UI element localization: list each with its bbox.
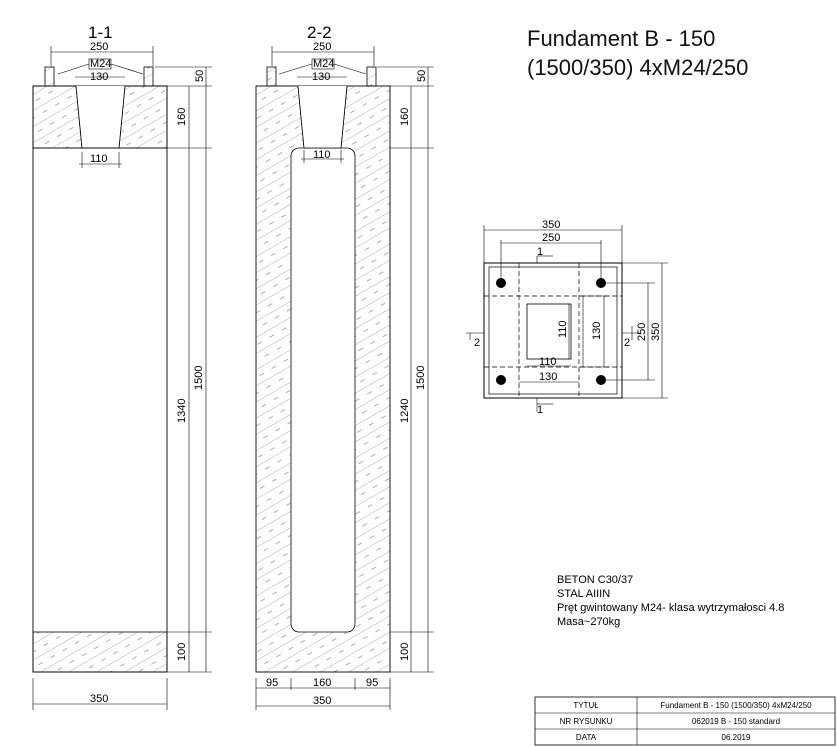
plan-dim-110-v: 110 <box>557 320 569 338</box>
s2-dim-1240: 1240 <box>399 399 411 423</box>
s1-dim-1340: 1340 <box>176 399 188 423</box>
plan-socket <box>526 303 572 360</box>
plan-cut-2-left: 2 <box>474 337 480 349</box>
note-threaded-rod: Pręt gwintowany M24- klasa wytrzymałosci… <box>557 602 784 614</box>
s1-dim-50: 50 <box>194 70 206 82</box>
s1-bolt-label: M24 <box>90 58 111 70</box>
s2-dim-160-bottom: 160 <box>313 677 331 689</box>
plan-cut-1-top: 1 <box>537 246 543 258</box>
drawing-title-line2: (1500/350) 4xM24/250 <box>527 55 748 80</box>
s1-dim-1500: 1500 <box>193 366 205 390</box>
tb-label-drawing-no: NR RYSUNKU <box>560 717 613 726</box>
note-steel: STAL AIIIN <box>557 588 610 600</box>
section-1-1-label: 1-1 <box>88 23 113 42</box>
s1-dim-130: 130 <box>90 71 108 83</box>
plan-dim-250-top: 250 <box>542 232 560 244</box>
plan-dim-350-right: 350 <box>650 323 662 341</box>
tb-label-date: DATA <box>576 733 597 742</box>
s1-dim-350: 350 <box>90 693 108 705</box>
plan-dim-130-h: 130 <box>539 371 557 383</box>
s2-inner-cavity <box>290 147 356 633</box>
tb-label-title: TYTUŁ <box>573 701 599 710</box>
plan-dim-250-right: 250 <box>636 323 648 341</box>
s2-dim-160: 160 <box>399 108 411 126</box>
note-mass: Masa~270kg <box>557 616 620 628</box>
plan-dim-130-v: 130 <box>591 322 603 340</box>
section-2-2: 2-2 250 M24 130 110 50 <box>255 23 434 710</box>
s2-dim-130: 130 <box>312 71 330 83</box>
section-1-1: 1-1 250 M24 130 110 <box>32 23 212 710</box>
plan-dim-110-h: 110 <box>539 356 557 368</box>
s1-bolt-right <box>143 66 154 87</box>
note-concrete: BETON C30/37 <box>557 574 633 586</box>
tb-value-drawing-no: 062019 B - 150 standard <box>692 717 780 726</box>
s2-dim-350: 350 <box>313 695 331 707</box>
plan-cut-1-bottom: 1 <box>537 404 543 416</box>
material-notes: BETON C30/37 STAL AIIIN Pręt gwintowany … <box>557 574 784 628</box>
s2-dim-50: 50 <box>416 70 428 82</box>
plan-bolt-bl <box>496 375 506 385</box>
s2-dim-250: 250 <box>313 41 331 53</box>
s2-dim-95-left: 95 <box>266 677 278 689</box>
tb-value-title: Fundament B - 150 (1500/350) 4xM24/250 <box>660 701 812 710</box>
s2-bolt-right <box>366 66 377 87</box>
s1-dim-250: 250 <box>90 41 108 53</box>
plan-view: 350 250 1 1 2 2 110 130 250 35 <box>466 219 668 416</box>
plan-dim-350-top: 350 <box>542 219 560 231</box>
s2-bolt-left <box>266 66 277 87</box>
plan-cut-2-right: 2 <box>624 337 630 349</box>
s2-dim-95-right: 95 <box>366 677 378 689</box>
s1-dim-100: 100 <box>176 643 188 661</box>
drawing-title-line1: Fundament B - 150 <box>527 26 715 51</box>
tb-value-date: 06.2019 <box>722 733 751 742</box>
s2-dim-100: 100 <box>399 643 411 661</box>
section-2-2-label: 2-2 <box>307 23 332 42</box>
title-block: TYTUŁ Fundament B - 150 (1500/350) 4xM24… <box>534 696 836 746</box>
s1-dim-110: 110 <box>90 153 108 165</box>
s1-bolt-left <box>44 66 55 87</box>
s1-dim-160: 160 <box>176 108 188 126</box>
s1-body <box>32 85 168 673</box>
s2-dim-1500: 1500 <box>415 366 427 390</box>
s2-bolt-label: M24 <box>313 58 334 70</box>
s2-dim-110: 110 <box>313 149 331 161</box>
